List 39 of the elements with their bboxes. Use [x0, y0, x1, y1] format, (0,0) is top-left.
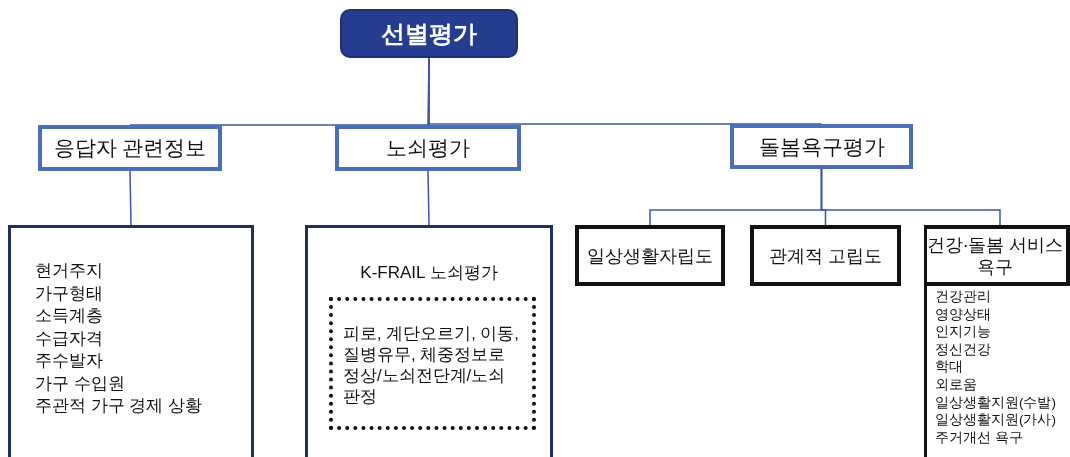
list-item: 외로움 [935, 375, 978, 394]
service-needs-box [924, 225, 1070, 457]
list-item: 현거주지 [35, 260, 104, 282]
title-box [340, 9, 518, 58]
list-item: 주거개선 욕구 [935, 428, 1024, 447]
category-box [38, 125, 222, 171]
item-list-box [8, 225, 254, 457]
connector-line [427, 170, 430, 226]
list-item: 가구형태 [35, 282, 104, 305]
list-item: 정신건강 [935, 340, 992, 359]
list-item: 주관적 가구 경제 상황 [35, 395, 204, 417]
criteria-box [329, 297, 536, 430]
connector-line [129, 170, 132, 226]
criteria-text: 피로, 계단오르기, 이동, 질병유무, 체중정보로 정상/노쇠전단계/노쇠 판정 [343, 323, 520, 407]
box-heading: K-FRAIL 노쇠평가 [359, 262, 499, 284]
list-item: 가구 수입원 [35, 372, 126, 395]
assessment-box [305, 225, 553, 457]
box-label: 선별평가 [381, 18, 477, 49]
connector-line [820, 168, 1001, 226]
list-item: 일상생활지원(수발) [935, 393, 1057, 412]
box-label: 일상생활자립도 [587, 244, 713, 268]
box-label: 응답자 관련정보 [53, 135, 207, 161]
list-item: 소득계층 [35, 305, 104, 327]
box-label: 관계적 고립도 [769, 244, 882, 268]
category-box [335, 125, 521, 171]
list-item: 인지기능 [935, 323, 992, 341]
list-item: 학대 [935, 358, 964, 376]
list-item: 건강관리 [935, 288, 992, 306]
indicator-box [575, 225, 725, 286]
list-item: 주수발자 [35, 350, 104, 372]
list-item: 수급자격 [35, 327, 104, 350]
box-label: 돌봄욕구평가 [758, 133, 885, 160]
service-header-cell: 건강·돌봄 서비스 욕구 [924, 225, 1070, 286]
category-box [730, 124, 913, 169]
list-item: 영양상태 [935, 305, 992, 324]
list-item: 일상생활지원(가사) [935, 411, 1057, 429]
box-label: 노쇠평가 [386, 135, 470, 161]
connector-line [428, 57, 823, 125]
indicator-box [750, 225, 901, 286]
